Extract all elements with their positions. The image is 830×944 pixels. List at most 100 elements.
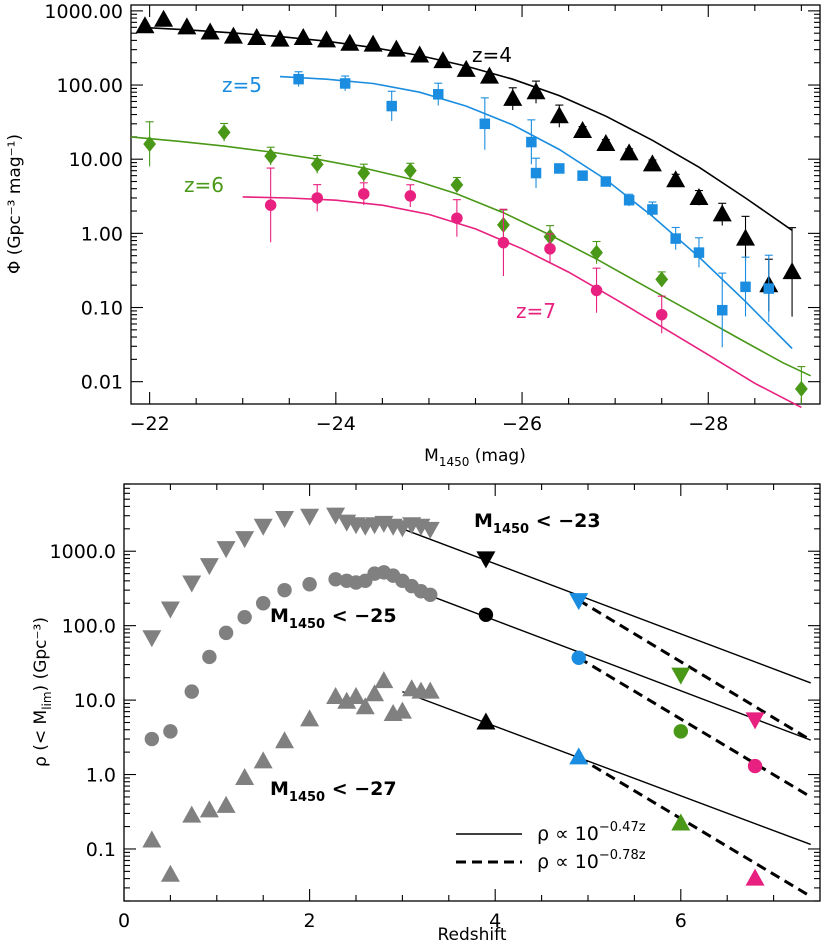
gray-data-point [160,864,180,882]
gray-data-point [365,684,385,702]
colored-data-point [671,813,691,831]
data-point-z=4 [573,120,593,138]
bottom-y-tick-label: 0.1 [86,839,116,861]
data-point-z=5 [600,176,612,187]
legend-dashed-text: ρ ∝ 10−0.78z [537,848,646,873]
data-point-z=5 [716,304,728,316]
gray-data-point [218,625,234,641]
data-point-z=7 [404,190,417,202]
gray-data-point [160,601,180,619]
colored-data-point [569,593,589,611]
bottom-x-tick-label: 4 [489,910,501,932]
gray-data-point [182,805,202,823]
gray-data-point [235,767,255,785]
label-mlim-23: M1450 < −23 [474,510,601,537]
legend-solid-text: ρ ∝ 10−0.47z [537,820,646,845]
data-point-z=7 [451,212,463,224]
data-point-z=6 [450,176,464,193]
top-y-tick-label: 1000.00 [44,1,123,23]
data-point-z=4 [177,17,197,35]
bottom-y-tick-label: 1000.0 [50,541,116,563]
top-y-tick-label: 0.10 [81,298,123,320]
gray-data-point [275,510,295,528]
bottom-x-axis-label: Redshift [437,925,506,944]
gray-data-point [374,671,394,689]
data-point-z=6 [655,271,669,288]
bottom-y-tick-label: 100.0 [62,616,116,638]
data-point-z=4 [689,187,709,205]
data-point-z=5 [530,167,542,179]
data-point-z=6 [590,244,603,261]
top-y-axis-label: Φ (Gpc⁻³ mag⁻¹) [5,134,25,274]
gray-data-point [420,681,440,699]
gray-data-point [163,724,178,739]
data-point-z=7 [544,242,556,255]
colored-data-point [478,607,494,622]
data-point-z=4 [317,30,337,48]
gray-data-point [237,609,252,625]
colored-data-point [745,712,765,730]
gray-data-point [326,507,346,525]
data-point-z=4 [386,39,406,57]
top-x-tick-label: −26 [502,413,542,435]
colored-data-point [673,724,688,739]
gray-data-point [142,830,162,848]
top-y-tick-label: 1.00 [81,223,123,245]
data-point-z=4 [410,45,430,63]
gray-data-point [144,731,160,747]
data-point-z=5 [693,247,705,258]
gray-data-point [256,596,271,611]
data-point-z=7 [264,199,277,211]
colored-data-point [745,868,765,886]
data-point-z=4 [666,170,686,188]
data-point-z=4 [642,154,662,172]
data-point-z=4 [154,9,174,27]
data-point-z=6 [357,165,371,182]
gray-data-point [253,518,273,536]
data-point-z=4 [736,228,756,246]
z6-label: z=6 [184,173,224,197]
data-point-z=5 [339,78,351,89]
data-point-z=4 [503,88,523,106]
data-point-z=7 [497,236,510,249]
data-point-z=4 [456,59,476,77]
top-x-tick-label: −22 [130,413,170,435]
colored-data-point [569,747,589,765]
bottom-y-tick-label: 10.0 [74,690,116,712]
gray-data-point [355,697,375,715]
label-mlim-25: M1450 < −25 [270,605,397,632]
solid-fit-line [402,690,811,846]
data-point-z=4 [712,204,732,222]
data-point-z=5 [479,118,491,130]
data-point-z=6 [264,148,278,165]
fit-curve-z=7 [242,196,802,409]
gray-data-point [326,687,346,705]
luminosity-function-panel: −22−24−26−280.010.101.0010.00100.001000.… [5,1,821,469]
data-point-z=7 [311,192,323,204]
bottom-plot-frame [123,483,821,902]
top-x-axis-label: M1450 (mag) [424,446,526,469]
gray-data-point [199,800,219,818]
data-point-z=4 [549,106,569,124]
data-point-z=6 [217,124,231,141]
label-mlim-27: M1450 < −27 [270,778,397,805]
gray-data-point [420,521,440,539]
data-point-z=5 [386,100,397,112]
gray-data-point [235,531,255,549]
gray-data-point [346,687,366,705]
gray-data-point [253,751,273,769]
gray-data-point [216,795,236,813]
fit-curve-z=6 [130,136,812,377]
gray-data-point [202,649,217,665]
data-point-z=5 [526,136,537,148]
bottom-y-axis-label: ρ (< Mlim) (Gpc⁻³) [31,617,54,767]
bottom-x-tick-label: 2 [304,910,316,932]
data-point-z=5 [433,89,444,100]
dashed-fit-line [577,598,812,742]
data-point-z=4 [619,143,639,161]
top-y-tick-label: 0.01 [81,372,123,394]
gray-data-point [277,582,292,598]
gray-data-point [302,577,317,592]
gray-data-point [199,558,219,576]
